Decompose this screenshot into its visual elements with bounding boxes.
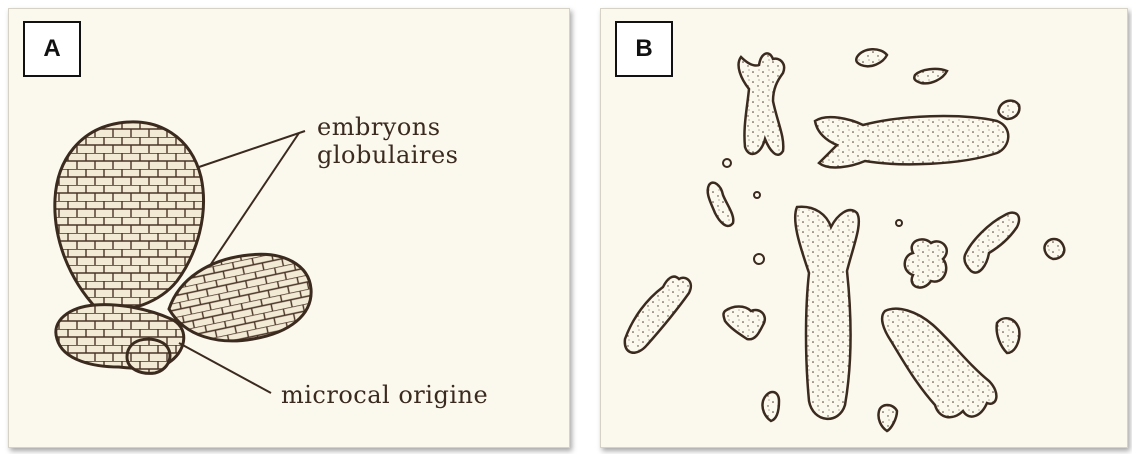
embryo-bottom-right	[882, 309, 996, 418]
blob-right-1	[1044, 239, 1064, 259]
dot-4	[896, 220, 902, 226]
label-microcal-origine: microcal origine	[281, 381, 488, 409]
dot-2	[754, 192, 760, 198]
label-embryons: embryons	[317, 113, 441, 141]
panel-b-label: B	[615, 21, 673, 77]
globular-embryo-right	[169, 254, 311, 341]
embryo-left-diagonal	[625, 277, 691, 353]
blob-top-1	[856, 49, 887, 66]
embryo-clover	[905, 239, 947, 287]
blob-top-2	[914, 69, 947, 83]
panel-b: B	[600, 8, 1128, 448]
dot-3	[754, 254, 764, 264]
embryo-top-left	[739, 53, 785, 154]
somatic-embryos-illustration	[601, 9, 1127, 447]
label-globulaires: globulaires	[317, 141, 458, 169]
embryo-bottom-small-left	[762, 392, 779, 421]
embryo-heart-center	[724, 307, 765, 340]
embryo-right-small	[964, 213, 1019, 273]
embryo-vertical-y	[795, 207, 859, 419]
leader-line-3	[179, 343, 271, 393]
globular-embryo-large	[55, 122, 204, 310]
dot-1	[723, 159, 731, 167]
embryo-bottom-small-center	[878, 405, 897, 431]
panel-a-label: A	[23, 21, 81, 77]
embryo-small-left	[708, 183, 734, 226]
embryo-horizontal-large	[815, 116, 1008, 167]
embryo-right-heart	[997, 318, 1020, 353]
leader-line-2	[209, 133, 299, 267]
panel-a: A embryons globulaires microcal origine	[8, 8, 570, 448]
blob-top-3	[998, 101, 1019, 119]
small-basal-lobe	[127, 339, 170, 373]
